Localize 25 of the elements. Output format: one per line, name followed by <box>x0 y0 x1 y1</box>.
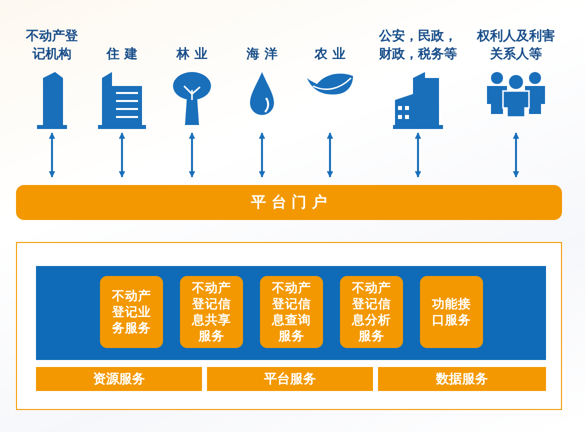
service-box: 不动产登记业务服务 <box>100 276 163 348</box>
service-box: 不动产登记信息分析服务 <box>340 276 403 348</box>
frame-box <box>16 242 562 410</box>
double-arrow <box>188 132 196 178</box>
entity-label: 海 洋 <box>246 46 278 64</box>
double-arrow <box>258 132 266 178</box>
service-box: 功能接口服务 <box>420 276 483 348</box>
layer-bar: 数据服务 <box>378 367 546 391</box>
layer-bar: 平台服务 <box>207 367 373 391</box>
portal-bar: 平 台 门 户 <box>16 185 562 220</box>
double-arrow <box>326 132 334 178</box>
entity-label: 林 业 <box>176 46 208 64</box>
double-arrow <box>48 132 56 178</box>
double-arrow <box>414 132 422 178</box>
double-arrow <box>512 132 520 178</box>
entity-label: 住 建 <box>106 46 138 64</box>
double-arrow <box>118 132 126 178</box>
entity-label: 不动产登记机构 <box>25 28 79 64</box>
entity-label: 公安，民政，财政，税务等 <box>378 28 458 64</box>
layer-bar: 资源服务 <box>36 367 202 391</box>
service-box: 不动产登记信息查询服务 <box>260 276 323 348</box>
entity-label: 权利人及利害关系人等 <box>476 28 556 64</box>
service-box: 不动产登记信息共享服务 <box>180 276 243 348</box>
entity-label: 农 业 <box>314 46 346 64</box>
service-panel <box>36 266 546 360</box>
